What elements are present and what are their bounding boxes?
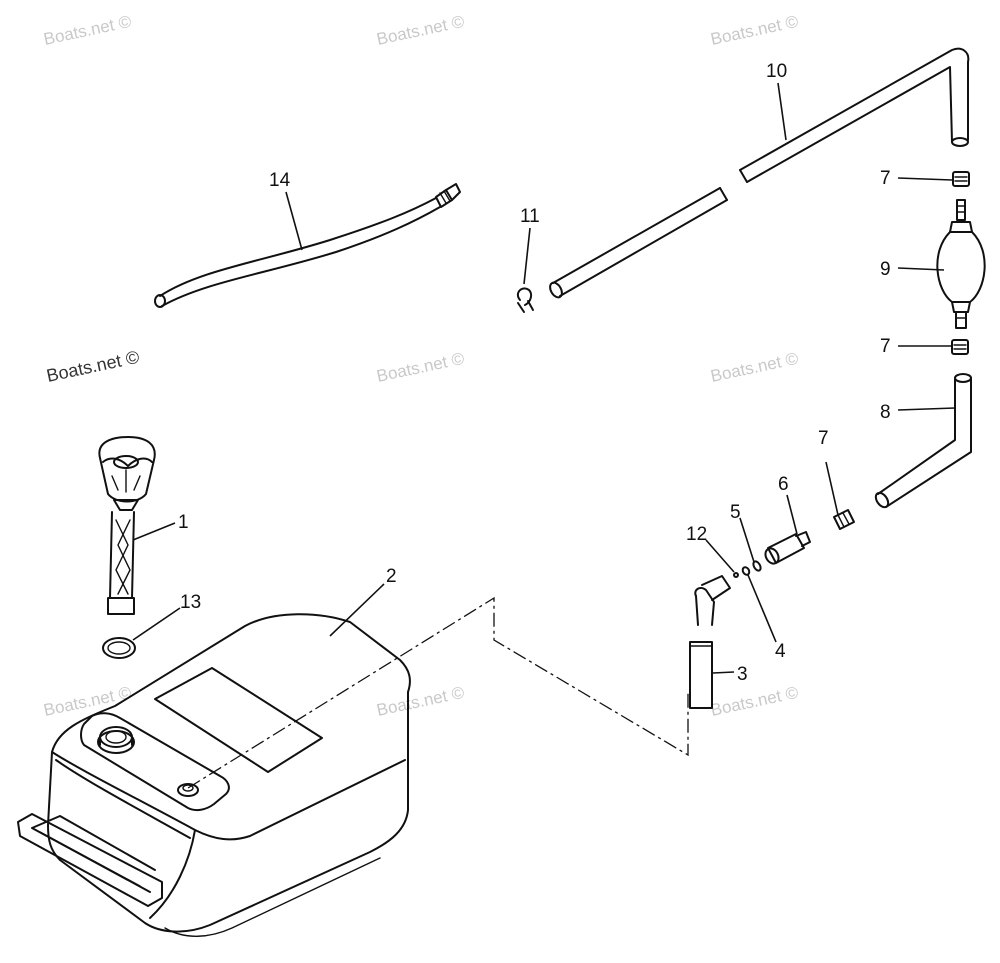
watermark: Boats.net © [45, 347, 141, 386]
callout-10: 10 [766, 61, 787, 82]
callout-1: 1 [178, 512, 189, 533]
part-12-pin [733, 572, 739, 578]
part-11-clamp [516, 287, 534, 313]
callout-11: 11 [520, 206, 540, 227]
callout-12: 12 [686, 524, 707, 545]
part-13-oring [102, 637, 136, 659]
assembly-centerline [187, 596, 689, 789]
callout-6: 6 [778, 474, 789, 495]
part-8-hose [874, 373, 972, 509]
watermark: Boats.net © [42, 12, 134, 49]
watermark: Boats.net © [709, 349, 801, 386]
part-6-connector [764, 531, 811, 565]
callout-9: 9 [880, 259, 891, 280]
callout-13: 13 [180, 592, 201, 613]
part-4-oring [741, 566, 751, 576]
watermark: Boats.net © [709, 12, 801, 49]
callout-labels: 1 2 3 4 5 6 7 7 7 8 9 10 11 12 13 14 [178, 61, 891, 685]
part-3-pickup [689, 575, 731, 709]
watermark: Boats.net © [375, 12, 467, 49]
callout-8: 8 [880, 402, 891, 423]
leader-lines [132, 82, 956, 674]
callout-5: 5 [730, 502, 741, 523]
callout-3: 3 [737, 664, 748, 685]
callout-7-middle: 7 [880, 336, 891, 357]
part-2-fuel-tank [17, 613, 411, 937]
part-14-hose [154, 183, 461, 308]
part-9-primer-bulb [936, 199, 986, 329]
watermark: Boats.net © [42, 683, 134, 720]
watermark: Boats.net © [375, 683, 467, 720]
callout-4: 4 [775, 641, 786, 662]
part-7-fitting-lower [833, 509, 855, 530]
part-10-fuel-line [549, 47, 970, 299]
watermark: Boats.net © [375, 349, 467, 386]
watermark: Boats.net © [709, 683, 801, 720]
part-7-fitting-top [952, 171, 970, 187]
part-1-fuel-gauge [98, 436, 156, 615]
callout-7-top: 7 [880, 168, 891, 189]
callout-2: 2 [386, 566, 397, 587]
callout-7-lower: 7 [818, 428, 829, 449]
watermark-layer: Boats.net © Boats.net © Boats.net © Boat… [42, 12, 801, 720]
callout-14: 14 [269, 170, 291, 191]
part-7-fitting-middle [951, 339, 969, 355]
